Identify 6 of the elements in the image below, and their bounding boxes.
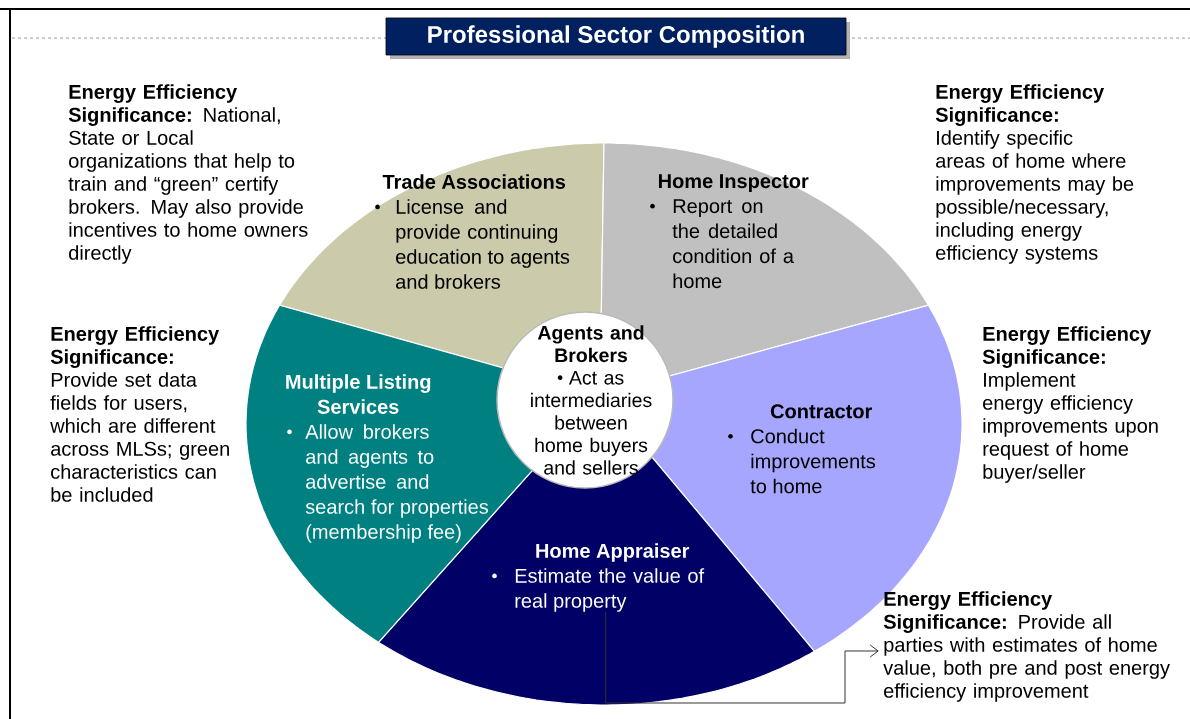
title-banner: Professional Sector Composition [385,17,850,59]
note-text: Energy Efficiency Significance: Implement energy efficiency improvements upon request of home buyer/seller [982,326,1158,483]
note-text: Energy Efficiency Significance: Identify specific areas of home where improvements may be possible/necessary, including energy efficiency systems [935,84,1134,264]
note-text: Energy Efficiency Significance: National, State or Local organizations that help to train and “green” certify brokers. May also provide incentives to home owners directly [68,84,308,264]
note-text: Energy Efficiency Significance: Provide set data fields for users, which are different across MLSs; green characteristics can be included [50,326,229,502]
connector-arrow [605,611,879,704]
